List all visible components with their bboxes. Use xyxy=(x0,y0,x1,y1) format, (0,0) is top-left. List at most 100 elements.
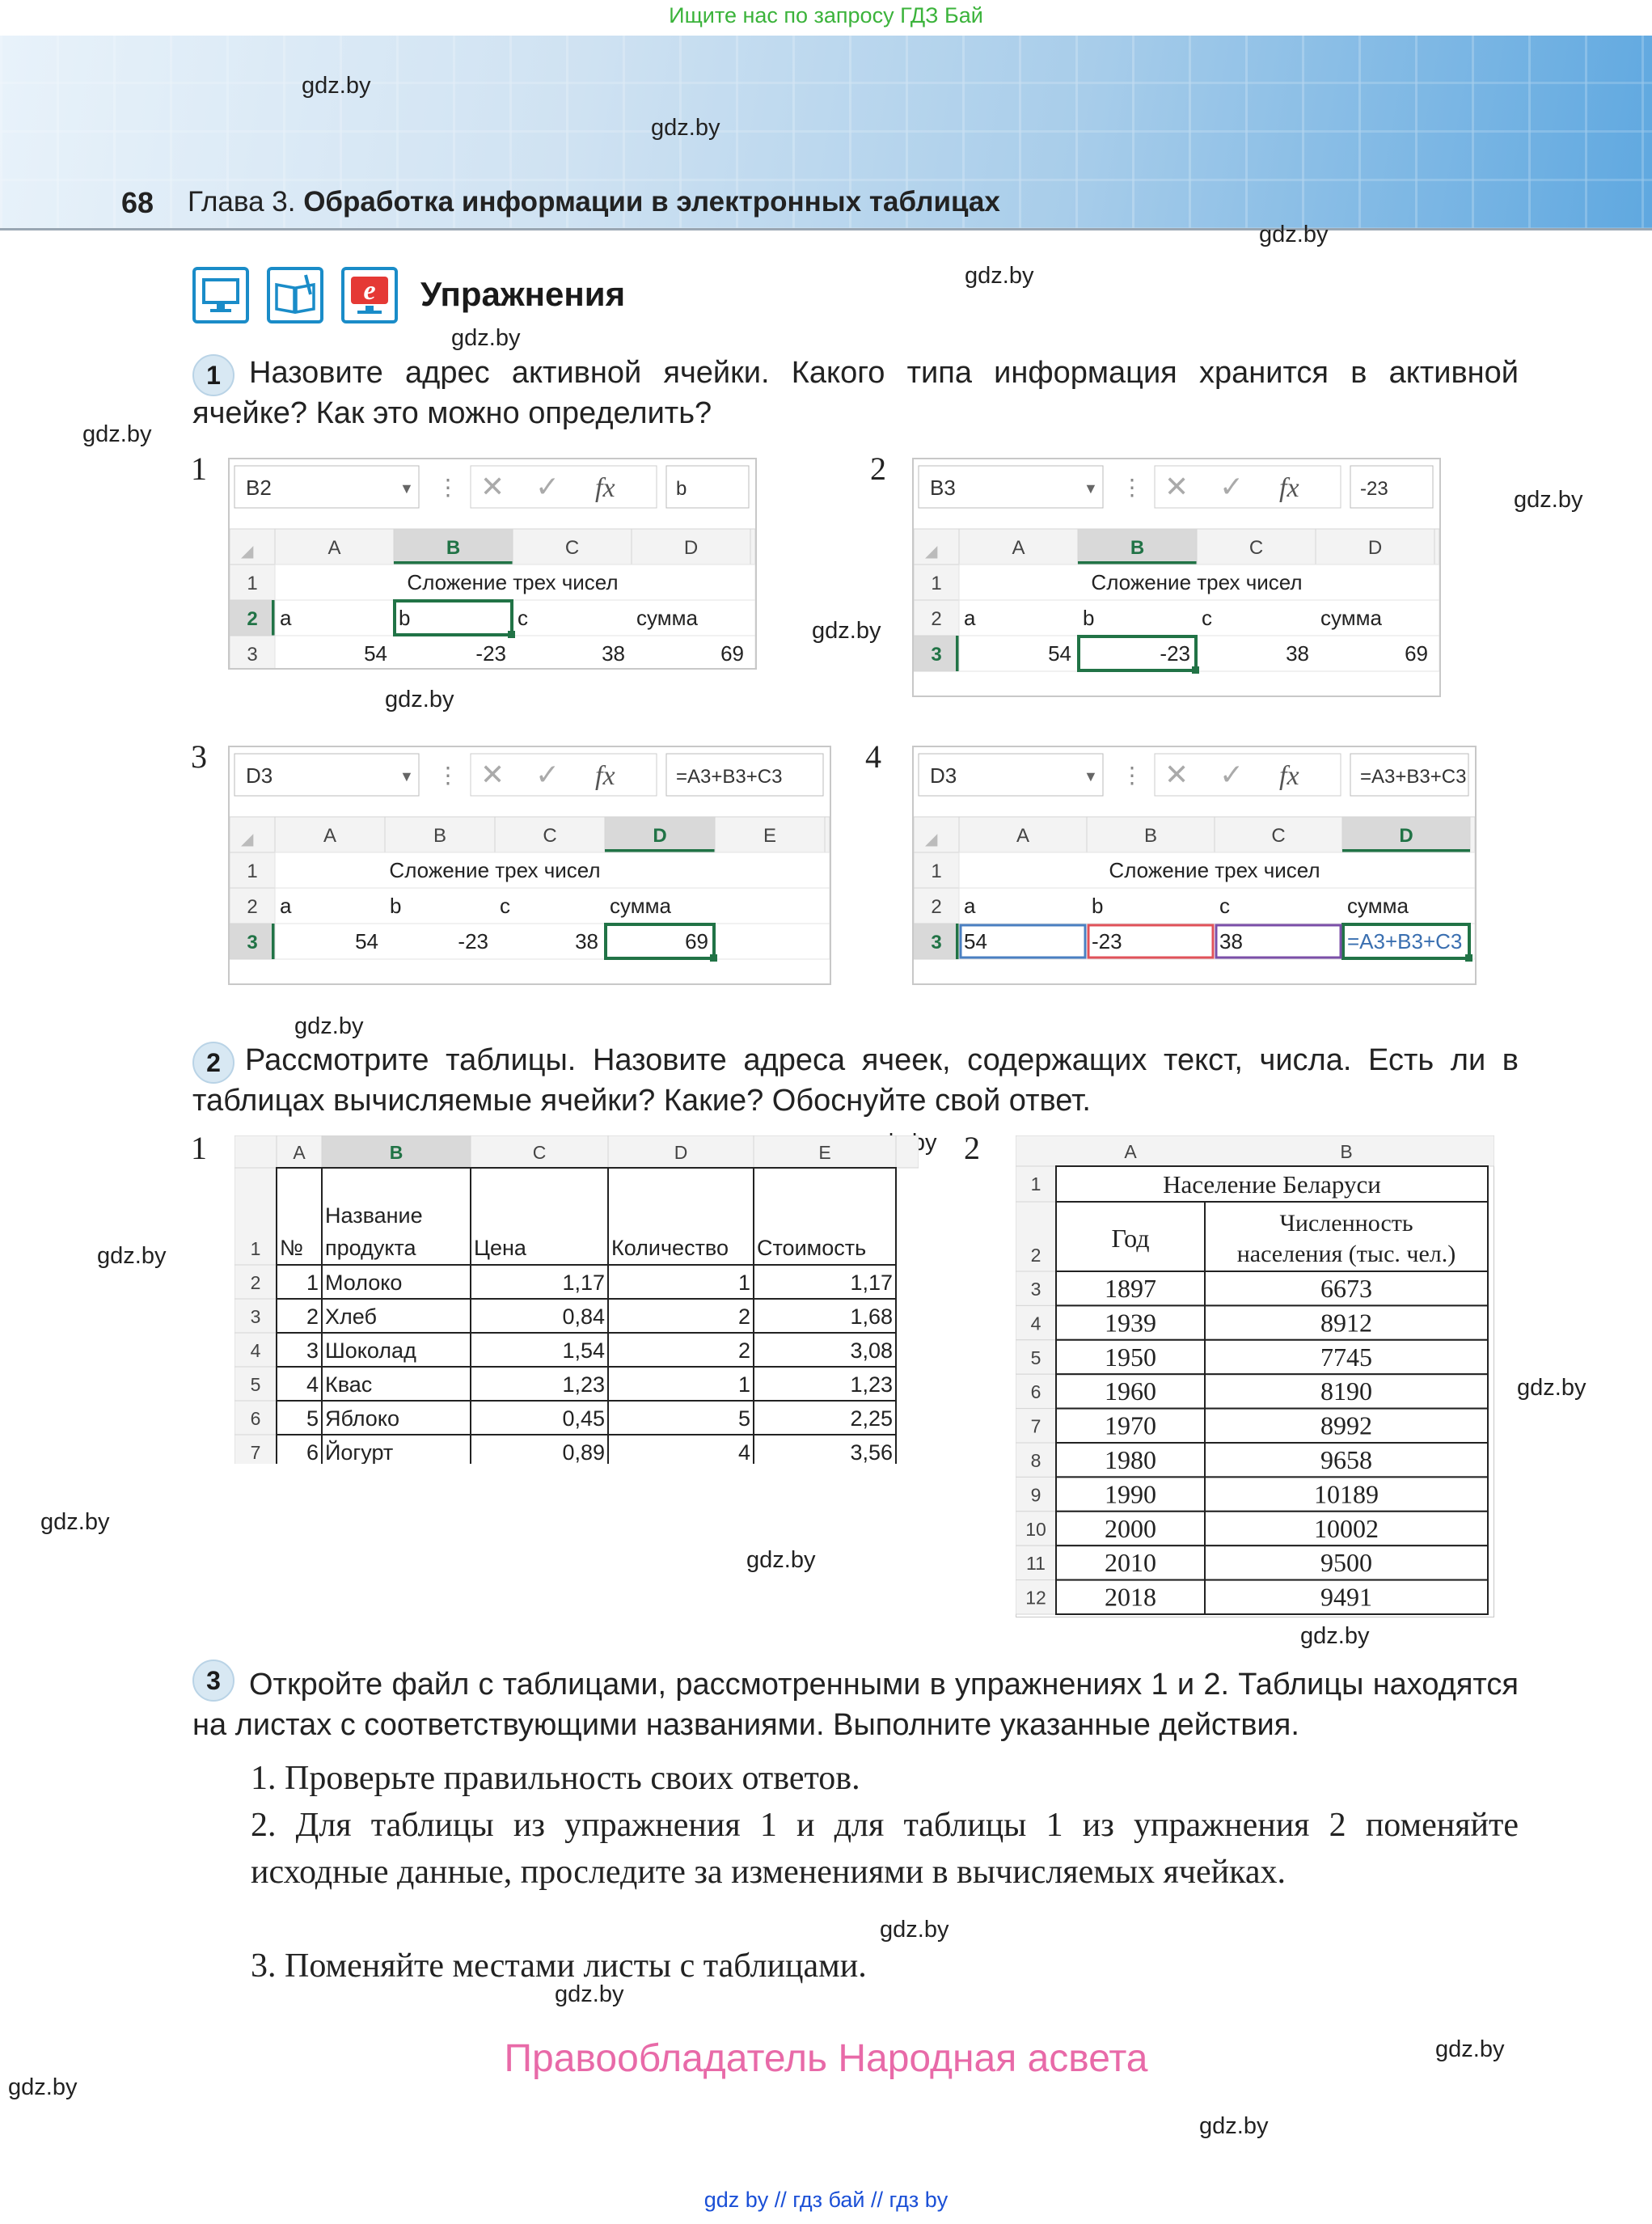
name-box-value: D3 xyxy=(930,763,957,788)
row-number: 2 xyxy=(247,896,257,918)
watermark: gdz.by xyxy=(812,618,881,644)
cell-value: 1980 xyxy=(1105,1445,1156,1474)
figure-label: 1 xyxy=(191,1130,207,1166)
cell-value: 38 xyxy=(602,641,625,666)
column-letter: D xyxy=(653,825,666,847)
cell-value: 69 xyxy=(1405,641,1428,666)
column-header-cell xyxy=(321,1135,471,1169)
row-header-cell xyxy=(230,564,276,601)
row-number: 1 xyxy=(247,573,257,594)
formula-input xyxy=(665,753,824,797)
table-cell xyxy=(1204,1407,1489,1444)
select-all-icon: ◢ xyxy=(241,831,254,848)
cell-value: 1 xyxy=(738,1271,750,1295)
row-body xyxy=(274,599,755,636)
formula-value: =A3+B3+C3 xyxy=(1360,766,1466,788)
chapter-title: Обработка информации в электронных табли… xyxy=(303,186,1000,218)
cell-value: 1970 xyxy=(1105,1411,1156,1440)
active-cell-border xyxy=(604,923,716,960)
more-icon: ⋮ xyxy=(1121,763,1143,788)
header-cell xyxy=(753,1167,897,1266)
cell-value: сумма xyxy=(1320,606,1382,630)
enter-check-icon: ✓ xyxy=(535,758,560,791)
column-letter: B xyxy=(1340,1141,1352,1162)
cell-value: a xyxy=(964,606,976,630)
row-header-cell xyxy=(1016,1304,1057,1341)
fx-icon: fx xyxy=(595,761,615,791)
row-header-cell xyxy=(234,1167,277,1266)
column-letter: B xyxy=(433,825,446,847)
cell-value: 9491 xyxy=(1320,1583,1372,1612)
cell-value: b xyxy=(399,606,410,630)
row-header-cell xyxy=(1016,1373,1057,1410)
table-cell xyxy=(1204,1545,1489,1581)
header-banner xyxy=(0,36,1652,230)
watermark: gdz.by xyxy=(385,687,454,712)
row-number: 1 xyxy=(251,1238,261,1259)
cell-value: Хлеб xyxy=(325,1304,377,1329)
watermark: gdz.by xyxy=(294,1013,364,1039)
task-number-badge: 1 xyxy=(192,354,234,396)
row-number: 2 xyxy=(931,608,941,630)
cell-value: 38 xyxy=(1286,641,1309,666)
formula-buttons xyxy=(1154,753,1341,797)
column-letter: D xyxy=(684,537,698,559)
cell-value: c xyxy=(500,894,510,918)
active-column-marker xyxy=(1078,561,1197,564)
cell-value: 8190 xyxy=(1320,1376,1372,1406)
cell-value: 8992 xyxy=(1320,1411,1372,1440)
table-cell xyxy=(607,1264,754,1300)
cell-value: сумма xyxy=(610,894,671,918)
table-cell xyxy=(753,1298,897,1334)
row-number: 6 xyxy=(1031,1381,1041,1402)
formula-buttons xyxy=(1154,465,1341,509)
cancel-icon: ✕ xyxy=(480,470,505,503)
table-cell xyxy=(607,1434,754,1464)
cell-value: 0,84 xyxy=(562,1304,605,1329)
cell-value: 1960 xyxy=(1105,1376,1156,1406)
row-number: 3 xyxy=(931,644,941,666)
watermark: gdz.by xyxy=(1517,1375,1587,1401)
header-text: Цена xyxy=(474,1236,527,1260)
cell-value: 1 xyxy=(738,1372,750,1397)
column-header-cell xyxy=(512,528,632,565)
active-column-marker xyxy=(1342,849,1470,852)
page-number: 68 xyxy=(121,186,154,219)
select-all-icon: ◢ xyxy=(925,543,938,560)
task-number-badge: 3 xyxy=(192,1660,234,1702)
chevron-down-icon: ▼ xyxy=(399,768,414,784)
column-letter: A xyxy=(1124,1141,1137,1162)
watermark: gdz.by xyxy=(880,1917,949,1943)
watermark: gdz.by xyxy=(1514,487,1583,513)
figure-label: 3 xyxy=(191,738,207,775)
row-number: 7 xyxy=(251,1442,261,1463)
row-header-cell xyxy=(234,1434,277,1464)
cell-value: 69 xyxy=(685,929,708,953)
task3-text: Откройте файл с таблицами, рассмотренным… xyxy=(192,1668,1519,1742)
row-number: 2 xyxy=(247,608,257,630)
row-header-cell xyxy=(234,1298,277,1334)
column-letter: B xyxy=(1144,825,1157,847)
column-header-cell xyxy=(276,1135,323,1169)
table-cell xyxy=(1055,1304,1206,1341)
column-header-cell xyxy=(631,528,751,565)
task3-item-2: 2. Для таблицы из упражнения 1 и для таб… xyxy=(251,1807,1519,1891)
row-number: 3 xyxy=(1031,1279,1041,1300)
header-text: Название xyxy=(325,1203,423,1228)
table-cell xyxy=(1204,1442,1489,1478)
fx-icon: fx xyxy=(595,473,615,503)
figure-label: 2 xyxy=(870,450,886,487)
column-letter: A xyxy=(1016,825,1029,847)
cell-value: 8912 xyxy=(1320,1308,1372,1337)
name-box-value: B2 xyxy=(246,476,272,500)
table-cell xyxy=(1204,1476,1489,1512)
header-text: Количество xyxy=(611,1236,729,1260)
cell-value: a xyxy=(280,894,292,918)
cell-value: 4 xyxy=(306,1372,319,1397)
footer-links[interactable]: gdz by // гдз бай // гдз by xyxy=(703,2188,949,2212)
